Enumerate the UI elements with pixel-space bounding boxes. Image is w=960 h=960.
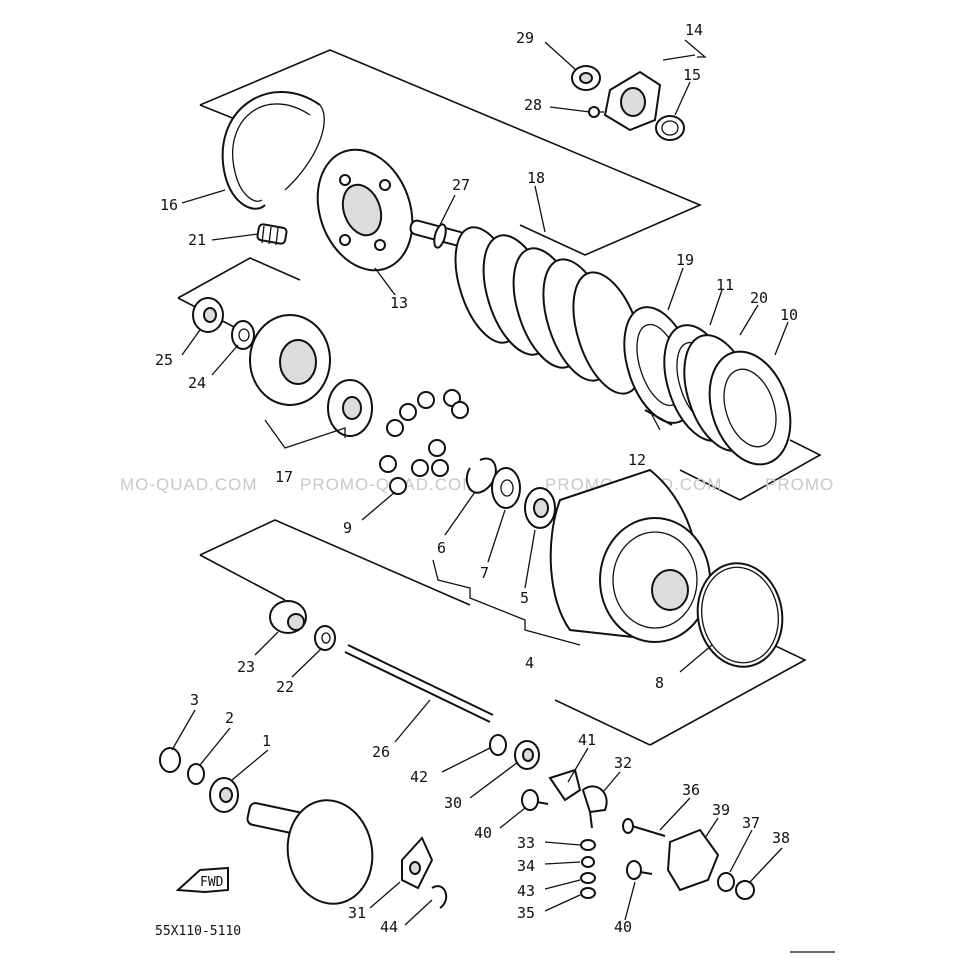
callout-26: 26 [372,743,390,761]
callout-37: 37 [742,814,760,832]
callout-20: 20 [750,289,768,307]
drawing-code: 55X110-5110 [155,924,241,939]
callout-25: 25 [155,351,173,369]
bearing-25 [192,297,224,333]
callout-4: 4 [525,654,534,672]
callout-7: 7 [480,564,489,582]
washer-2 [187,763,205,785]
bolt-40b [626,860,653,880]
callout-40a: 40 [474,824,492,842]
leader-lines [171,39,789,926]
lever-housing-14 [603,70,662,132]
callout-29: 29 [516,29,534,47]
callout-6: 6 [437,539,446,557]
watermark-1: MO-QUAD.COM [120,475,258,494]
shaft-26 [344,644,494,723]
callout-11: 11 [716,276,734,294]
callout-27: 27 [452,176,470,194]
circlip-16 [221,91,325,210]
o-ring-8 [696,562,784,668]
callout-24: 24 [188,374,206,392]
callout-31: 31 [348,904,366,922]
group-frame-middle [177,257,822,501]
callout-23: 23 [237,658,255,676]
callout-32: 32 [614,754,632,772]
callout-38: 38 [772,829,790,847]
callout-15: 15 [683,66,701,84]
callout-5: 5 [520,589,529,607]
callout-3: 3 [190,691,199,709]
callout-2: 2 [225,709,234,727]
cover-31 [401,836,434,890]
bolt-36 [622,818,666,837]
washer-37 [717,872,735,892]
callout-36: 36 [682,781,700,799]
callout-34: 34 [517,857,535,875]
callout-10: 10 [780,306,798,324]
push-rod-27 [409,219,466,249]
callout-9: 9 [343,519,352,537]
callout-33: 33 [517,834,535,852]
callout-12: 12 [628,451,646,469]
washer-7 [491,467,521,509]
washer-stack-33-35 [580,839,596,899]
spacer-23 [269,600,307,634]
callout-8: 8 [655,674,664,692]
nut-38 [735,880,755,900]
bolt-40a [521,789,549,811]
watermark-2: PROMO-QUAD.COM [300,475,477,494]
fwd-label: FWD [200,875,224,890]
watermark-4: PROMO [765,475,834,494]
callout-28: 28 [524,96,542,114]
clutch-boss-17 [249,314,373,437]
callout-22: 22 [276,678,294,696]
ring-15 [655,115,685,141]
lever-32 [581,785,608,829]
balls-9 [379,389,469,495]
callout-40b: 40 [614,918,632,936]
bearing-30 [514,740,540,770]
bearing-29 [571,65,601,91]
friction-plate-stack-18 [454,226,644,395]
callout-39: 39 [712,801,730,819]
bolt-12 [644,409,673,426]
callout-17: 17 [275,468,293,486]
callout-41: 41 [578,731,596,749]
callout-42: 42 [410,768,428,786]
callout-18: 18 [527,169,545,187]
clutch-housing-4 [549,468,711,643]
callout-1: 1 [262,732,271,750]
callout-30: 30 [444,794,462,812]
bracket-39 [666,828,720,892]
spring-21 [256,223,288,246]
callout-16: 16 [160,196,178,214]
callout-19: 19 [676,251,694,269]
callout-13: 13 [390,294,408,312]
pressure-plate-13 [316,148,414,272]
callout-21: 21 [188,231,206,249]
nut-3 [159,747,181,773]
washer-24 [231,320,255,350]
bracket-41 [548,768,582,802]
bearing-5 [524,487,556,529]
callout-35: 35 [517,904,535,922]
washer-22 [314,625,336,651]
primary-drive-assembly [246,799,374,905]
screw-28 [588,106,604,118]
clutch-plate-10 [708,350,792,466]
circlip-44 [431,885,448,909]
callout-labels: 29 14 15 28 16 27 18 21 13 19 11 20 10 2… [155,21,798,936]
fwd-arrow: FWD [175,866,229,894]
gear-1 [209,777,239,813]
callout-43: 43 [517,882,535,900]
washer-42 [489,734,507,756]
circlip-6 [465,457,497,494]
callout-14: 14 [685,21,703,39]
callout-44: 44 [380,918,398,936]
